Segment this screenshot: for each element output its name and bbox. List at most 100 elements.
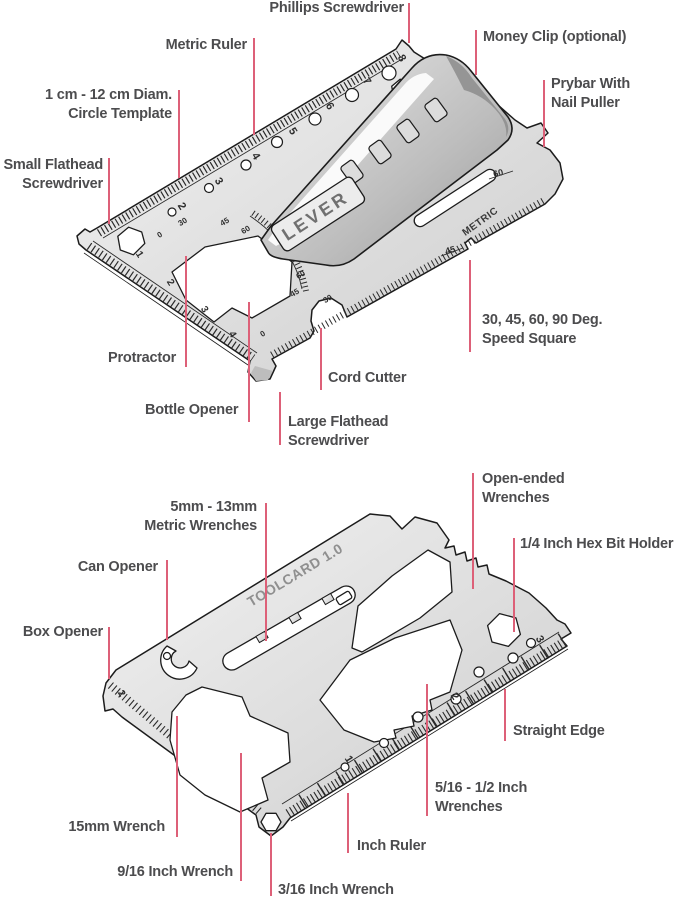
bottle-opener-leader-line bbox=[248, 302, 250, 422]
open-ended-wrenches-leader-line bbox=[472, 473, 474, 589]
money-clip-illustration: LEVER bbox=[260, 53, 513, 267]
cord-cutter-leader-line bbox=[320, 328, 322, 390]
money-clip-label: Money Clip (optional) bbox=[483, 28, 626, 47]
speed-square-label-line: Speed Square bbox=[482, 331, 577, 347]
engraving-2: 2 bbox=[164, 277, 177, 288]
metric-wrenches-label-line: Metric Wrenches bbox=[144, 518, 257, 534]
box-opener-leader-line bbox=[108, 627, 110, 679]
upper-wrench-cutout bbox=[351, 549, 453, 653]
circle-template-holes bbox=[130, 65, 397, 241]
wrench-9-16-leader-line bbox=[240, 753, 242, 881]
inch-wrenches-leader-line bbox=[426, 684, 428, 816]
metric-ruler-label-line: Metric Ruler bbox=[165, 37, 248, 53]
bottle-opener-label: Bottle Opener bbox=[145, 401, 238, 420]
large-flathead-screwdriver-leader-line bbox=[279, 392, 281, 445]
circle-template-label-line: Circle Template bbox=[68, 106, 172, 122]
engraving-1: 1 bbox=[133, 249, 146, 260]
box-opener-label-line: Box Opener bbox=[22, 624, 103, 640]
protractor-base-ticks bbox=[86, 242, 256, 362]
engraving-1: 1 bbox=[342, 754, 355, 766]
inch-ruler-ticks bbox=[284, 638, 567, 818]
top-card-illustration: INCH / METRIC METRIC 2345678123403045606… bbox=[76, 39, 564, 382]
money-clip-leader-line bbox=[475, 30, 477, 75]
speed-square-label-line: 30, 45, 60, 90 Deg. bbox=[482, 312, 603, 328]
prybar-nail-puller-label-line: Nail Puller bbox=[551, 95, 620, 111]
can-opener-leader-line bbox=[166, 560, 168, 640]
speed-square-label: 30, 45, 60, 90 Deg. Speed Square bbox=[482, 311, 603, 349]
engraving-5: 5 bbox=[286, 126, 299, 138]
engraving-2: 2 bbox=[175, 201, 188, 213]
straight-edge-label-line: Straight Edge bbox=[513, 723, 605, 739]
straight-edge-line bbox=[290, 648, 569, 822]
small-flathead-screwdriver-label-line: Screwdriver bbox=[22, 176, 103, 192]
engraving-2: 2 bbox=[115, 688, 128, 699]
engraving-8: 8 bbox=[395, 53, 408, 65]
straight-edge-leader-line bbox=[504, 689, 506, 741]
wrench-15mm-label: 15mm Wrench bbox=[68, 818, 165, 837]
money-clip-label-line: Money Clip (optional) bbox=[483, 29, 627, 45]
open-ended-wrenches-label-line: Open-ended bbox=[482, 471, 565, 487]
circle-template-leader-line bbox=[178, 90, 180, 178]
prybar-nail-puller-label-line: Prybar With bbox=[551, 76, 631, 92]
large-flathead-screwdriver-label-line: Large Flathead bbox=[288, 414, 389, 430]
metric-ruler-leader-line bbox=[253, 38, 255, 135]
prybar-nail-puller-leader-line bbox=[543, 80, 545, 147]
small-flathead-screwdriver-label-line: Small Flathead bbox=[3, 157, 103, 173]
speed-square-slot-metric bbox=[413, 168, 497, 228]
hex-3-16-hole bbox=[260, 812, 282, 832]
money-clip-vent-holes bbox=[340, 97, 448, 185]
inch-wrenches-label-line: 5/16 - 1/2 Inch bbox=[435, 780, 528, 796]
wrench-hole-row bbox=[340, 637, 537, 772]
straight-edge-label: Straight Edge bbox=[513, 722, 605, 741]
hex-bit-holder-label-line: 1/4 Inch Hex Bit Holder bbox=[520, 536, 674, 552]
protractor-label-line: Protractor bbox=[108, 350, 177, 366]
brand-plate bbox=[270, 176, 366, 252]
wrench-15mm-leader-line bbox=[176, 716, 178, 837]
bottle-opener-label-line: Bottle Opener bbox=[145, 402, 239, 418]
protractor-leader-line bbox=[185, 256, 187, 367]
wrench-3-16-label: 3/16 Inch Wrench bbox=[278, 881, 394, 900]
engraving-7: 7 bbox=[360, 76, 373, 88]
can-opener-pivot-hole bbox=[162, 651, 172, 661]
metric-ruler-label: Metric Ruler bbox=[165, 36, 248, 55]
inch-ruler-leader-line bbox=[347, 793, 349, 853]
money-clip-fold-shadow bbox=[446, 56, 509, 137]
bottom-edge-highlight bbox=[83, 252, 249, 366]
phillips-screwdriver-leader-line bbox=[408, 3, 410, 43]
phillips-screwdriver-label-line: Phillips Screwdriver bbox=[269, 0, 404, 16]
hex-hole-left bbox=[117, 226, 146, 256]
inch-ruler-label-line: Inch Ruler bbox=[357, 838, 426, 854]
large-flathead-screwdriver-label-line: Screwdriver bbox=[288, 433, 369, 449]
wrench-3-16-label-line: 3/16 Inch Wrench bbox=[278, 882, 394, 898]
angle-60-underline bbox=[488, 170, 514, 180]
box-opener-label: Box Opener bbox=[23, 623, 103, 642]
cord-cutter-label: Cord Cutter bbox=[328, 369, 407, 388]
engraving-3: 3 bbox=[198, 304, 211, 315]
can-opener-label-line: Can Opener bbox=[77, 559, 158, 575]
inch-ruler-label: Inch Ruler bbox=[357, 837, 426, 856]
engraving-0: 0 bbox=[155, 230, 164, 240]
metric-wrench-slot bbox=[222, 585, 356, 671]
engraving-3: 3 bbox=[533, 634, 546, 646]
engraving-6: 6 bbox=[323, 101, 336, 113]
engraving-2: 2 bbox=[448, 691, 461, 703]
circle-template-label-line: 1 cm - 12 cm Diam. bbox=[45, 87, 172, 103]
hex-bit-holder-hole bbox=[486, 612, 522, 648]
angle-45-underline bbox=[440, 247, 464, 257]
can-opener-label: Can Opener bbox=[78, 558, 158, 577]
small-flathead-screwdriver-leader-line bbox=[108, 158, 110, 224]
inch-wrenches-label-line: Wrenches bbox=[435, 799, 503, 815]
engraving-0: 0 bbox=[258, 329, 267, 339]
hex-bit-holder-leader-line bbox=[513, 538, 515, 632]
wrench-9-16-label-line: 9/16 Inch Wrench bbox=[117, 864, 233, 880]
engraving-45: 45 bbox=[444, 244, 456, 256]
cord-cutter-label-line: Cord Cutter bbox=[328, 370, 407, 386]
